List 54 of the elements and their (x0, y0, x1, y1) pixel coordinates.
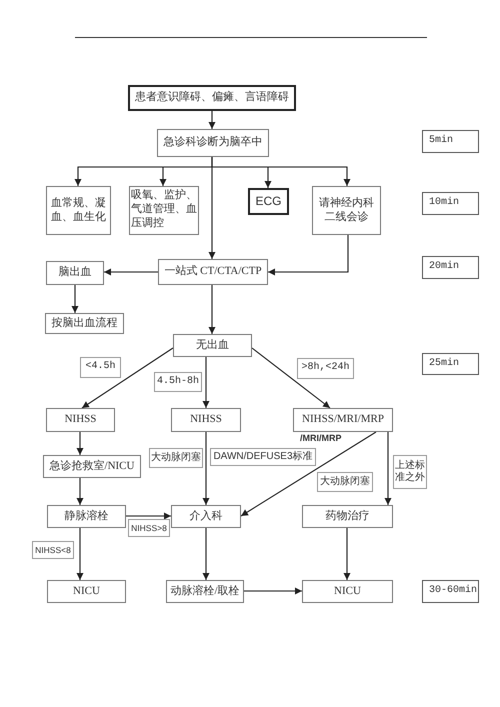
process-box: 血常规、凝血、血生化 (46, 186, 111, 235)
edge-label: DAWN/DEFUSE3标准 (210, 448, 316, 466)
arrow (244, 588, 302, 594)
arrow (72, 285, 78, 313)
process-box: NICU (47, 580, 126, 603)
time-box: 20min (422, 256, 479, 279)
arrow (202, 528, 210, 580)
process-box: NICU (302, 580, 393, 603)
arrow (104, 268, 158, 276)
process-box: 患者意识障碍、偏瘫、言语障碍 (128, 85, 296, 111)
arrow (344, 528, 350, 580)
process-box: 脑出血 (46, 261, 104, 285)
edge-label: <4.5h (80, 357, 121, 378)
annotation-text: /MRI/MRP (300, 433, 342, 445)
process-box: 介入科 (171, 505, 241, 528)
edge-label: NIHSS<8 (32, 541, 74, 559)
edge-label: 上述标准之外 (393, 455, 427, 489)
edge-label: 4.5h-8h (154, 372, 202, 392)
arrow (82, 348, 174, 408)
arrow (240, 432, 376, 516)
process-box: ECG (248, 188, 289, 215)
process-box: 药物治疗 (302, 505, 393, 528)
process-box: NIHSS (171, 408, 241, 432)
process-box: 急诊科诊断为脑卒中 (157, 129, 269, 157)
process-box: 请神经内科二线会诊 (312, 186, 381, 235)
process-box: 一站式 CT/CTA/CTP (158, 259, 268, 285)
edge-label: 大动脉闭塞 (149, 448, 203, 468)
process-box: NIHSS/MRI/MRP (293, 408, 393, 432)
arrow (126, 512, 171, 520)
arrow (208, 157, 216, 259)
process-box: 无出血 (173, 334, 252, 357)
edge-label: >8h,<24h (297, 358, 354, 379)
process-box: 急诊抢救室/NICU (43, 455, 141, 478)
process-box: 动脉溶栓/取栓 (166, 580, 244, 603)
condition-label: 大动脉闭塞 (317, 472, 373, 492)
arrow (202, 432, 210, 505)
time-box: 5min (422, 130, 479, 153)
arrow (202, 357, 210, 408)
time-box: 10min (422, 192, 479, 215)
arrow (208, 111, 216, 129)
arrow (76, 528, 84, 580)
process-box: 静脉溶栓 (47, 505, 126, 528)
arrow (76, 432, 84, 455)
edge-label: NIHSS>8 (128, 519, 170, 537)
time-box: 25min (422, 353, 479, 375)
time-box: 30-60min (422, 580, 479, 603)
arrow (76, 478, 84, 505)
arrow (268, 235, 349, 276)
process-box: 吸氧、监护、气道管理、血压调控 (129, 186, 199, 235)
process-box: NIHSS (46, 408, 115, 432)
arrow (384, 432, 392, 505)
arrow (252, 348, 330, 408)
arrow (208, 285, 216, 334)
process-box: 按脑出血流程 (45, 313, 124, 334)
